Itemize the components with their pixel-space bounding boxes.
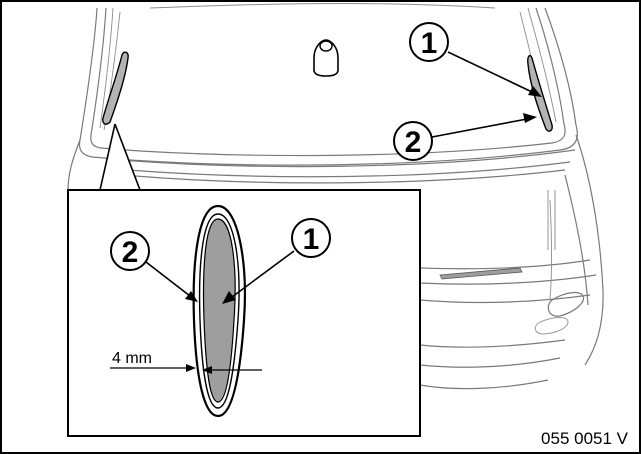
callout-inset-2-number: 2 [122,236,139,269]
callout-top-2: 2 [393,113,537,161]
washer-nozzle [313,39,339,77]
callout-inset-1-number: 1 [303,223,320,256]
callout-inset-1: 1 [222,218,331,304]
callout-top-1: 1 [409,22,542,97]
dimension-label: 4 mm [112,350,152,367]
callout-top-1-number: 1 [421,27,438,60]
callout-inset-2: 2 [110,231,198,302]
enlarged-strip-fill [202,218,236,403]
callout-top-2-number: 2 [405,126,422,159]
car-rear-drawing [67,3,604,390]
detail-inset: 4 mm [67,123,421,437]
figure-code: 055 0051 V [541,429,629,448]
right-light-strip [527,54,553,132]
left-light-strip [102,51,129,125]
